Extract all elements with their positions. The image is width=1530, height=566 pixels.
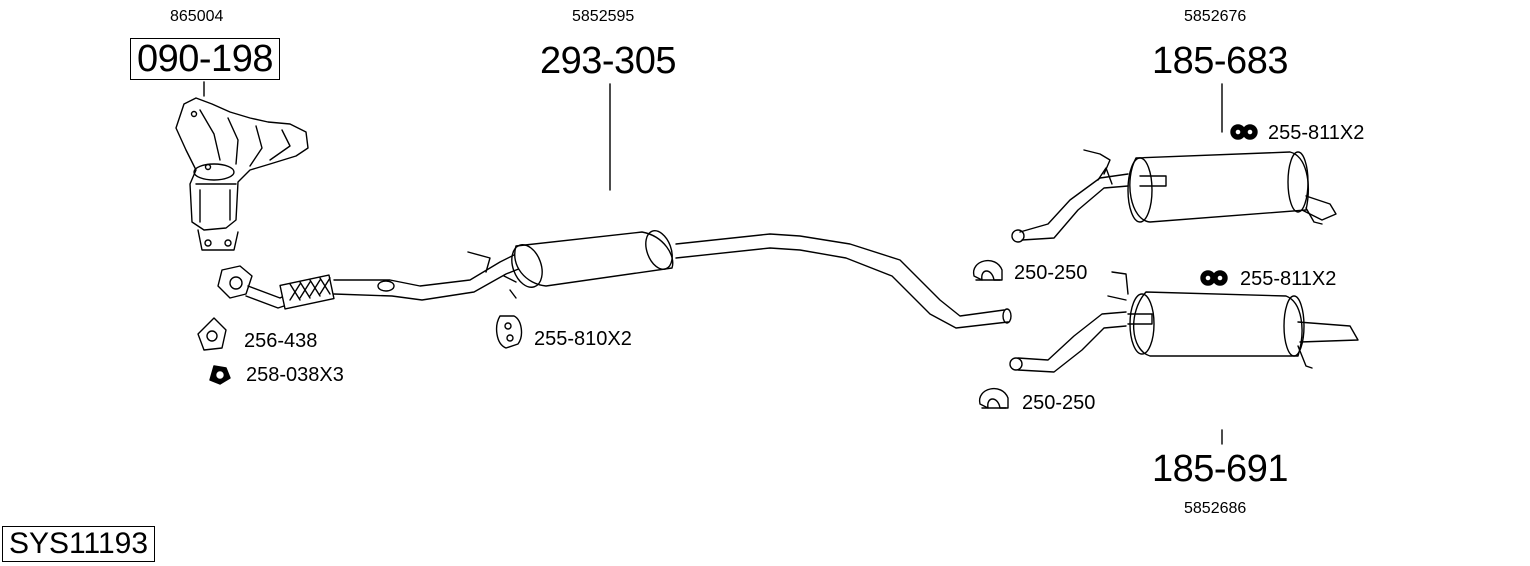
center-silencer-part-number[interactable]: 293-305 bbox=[540, 40, 676, 82]
hanger-rear-a-icon bbox=[1230, 124, 1258, 140]
rear-silencer-b-drawing bbox=[1009, 271, 1359, 373]
rear-silencer-b-oe-number: 5852686 bbox=[1184, 500, 1247, 517]
hanger-rear-a-part-number[interactable]: 255-811X2 bbox=[1268, 122, 1365, 144]
hanger-center-icon bbox=[495, 315, 523, 349]
manifold-part-number[interactable]: 090-198 bbox=[130, 38, 280, 80]
hanger-rear-b-icon bbox=[1200, 270, 1228, 286]
clamp-b-part-number[interactable]: 250-250 bbox=[1022, 392, 1096, 414]
center-silencer-drawing bbox=[503, 230, 1012, 329]
clamp-b-icon bbox=[979, 387, 1009, 409]
front-pipe-drawing bbox=[217, 251, 527, 310]
gasket-part-number[interactable]: 256-438 bbox=[244, 330, 318, 352]
rear-silencer-a-drawing bbox=[1011, 149, 1337, 243]
hanger-rear-b-part-number[interactable]: 255-811X2 bbox=[1240, 268, 1337, 290]
rear-silencer-a-oe-number: 5852676 bbox=[1184, 8, 1247, 25]
clamp-a-part-number[interactable]: 250-250 bbox=[1014, 262, 1088, 284]
rear-silencer-b-part-number[interactable]: 185-691 bbox=[1152, 448, 1288, 490]
hanger-center-part-number[interactable]: 255-810X2 bbox=[534, 328, 632, 350]
gasket-icon bbox=[197, 317, 227, 351]
rear-silencer-a-part-number[interactable]: 185-683 bbox=[1152, 40, 1288, 82]
nut-part-number[interactable]: 258-038X3 bbox=[246, 364, 344, 386]
center-silencer-oe-number: 5852595 bbox=[572, 8, 635, 25]
clamp-a-icon bbox=[973, 259, 1003, 281]
system-code: SYS11193 bbox=[2, 526, 155, 562]
manifold-drawing bbox=[175, 97, 309, 251]
manifold-oe-number: 865004 bbox=[170, 8, 224, 25]
